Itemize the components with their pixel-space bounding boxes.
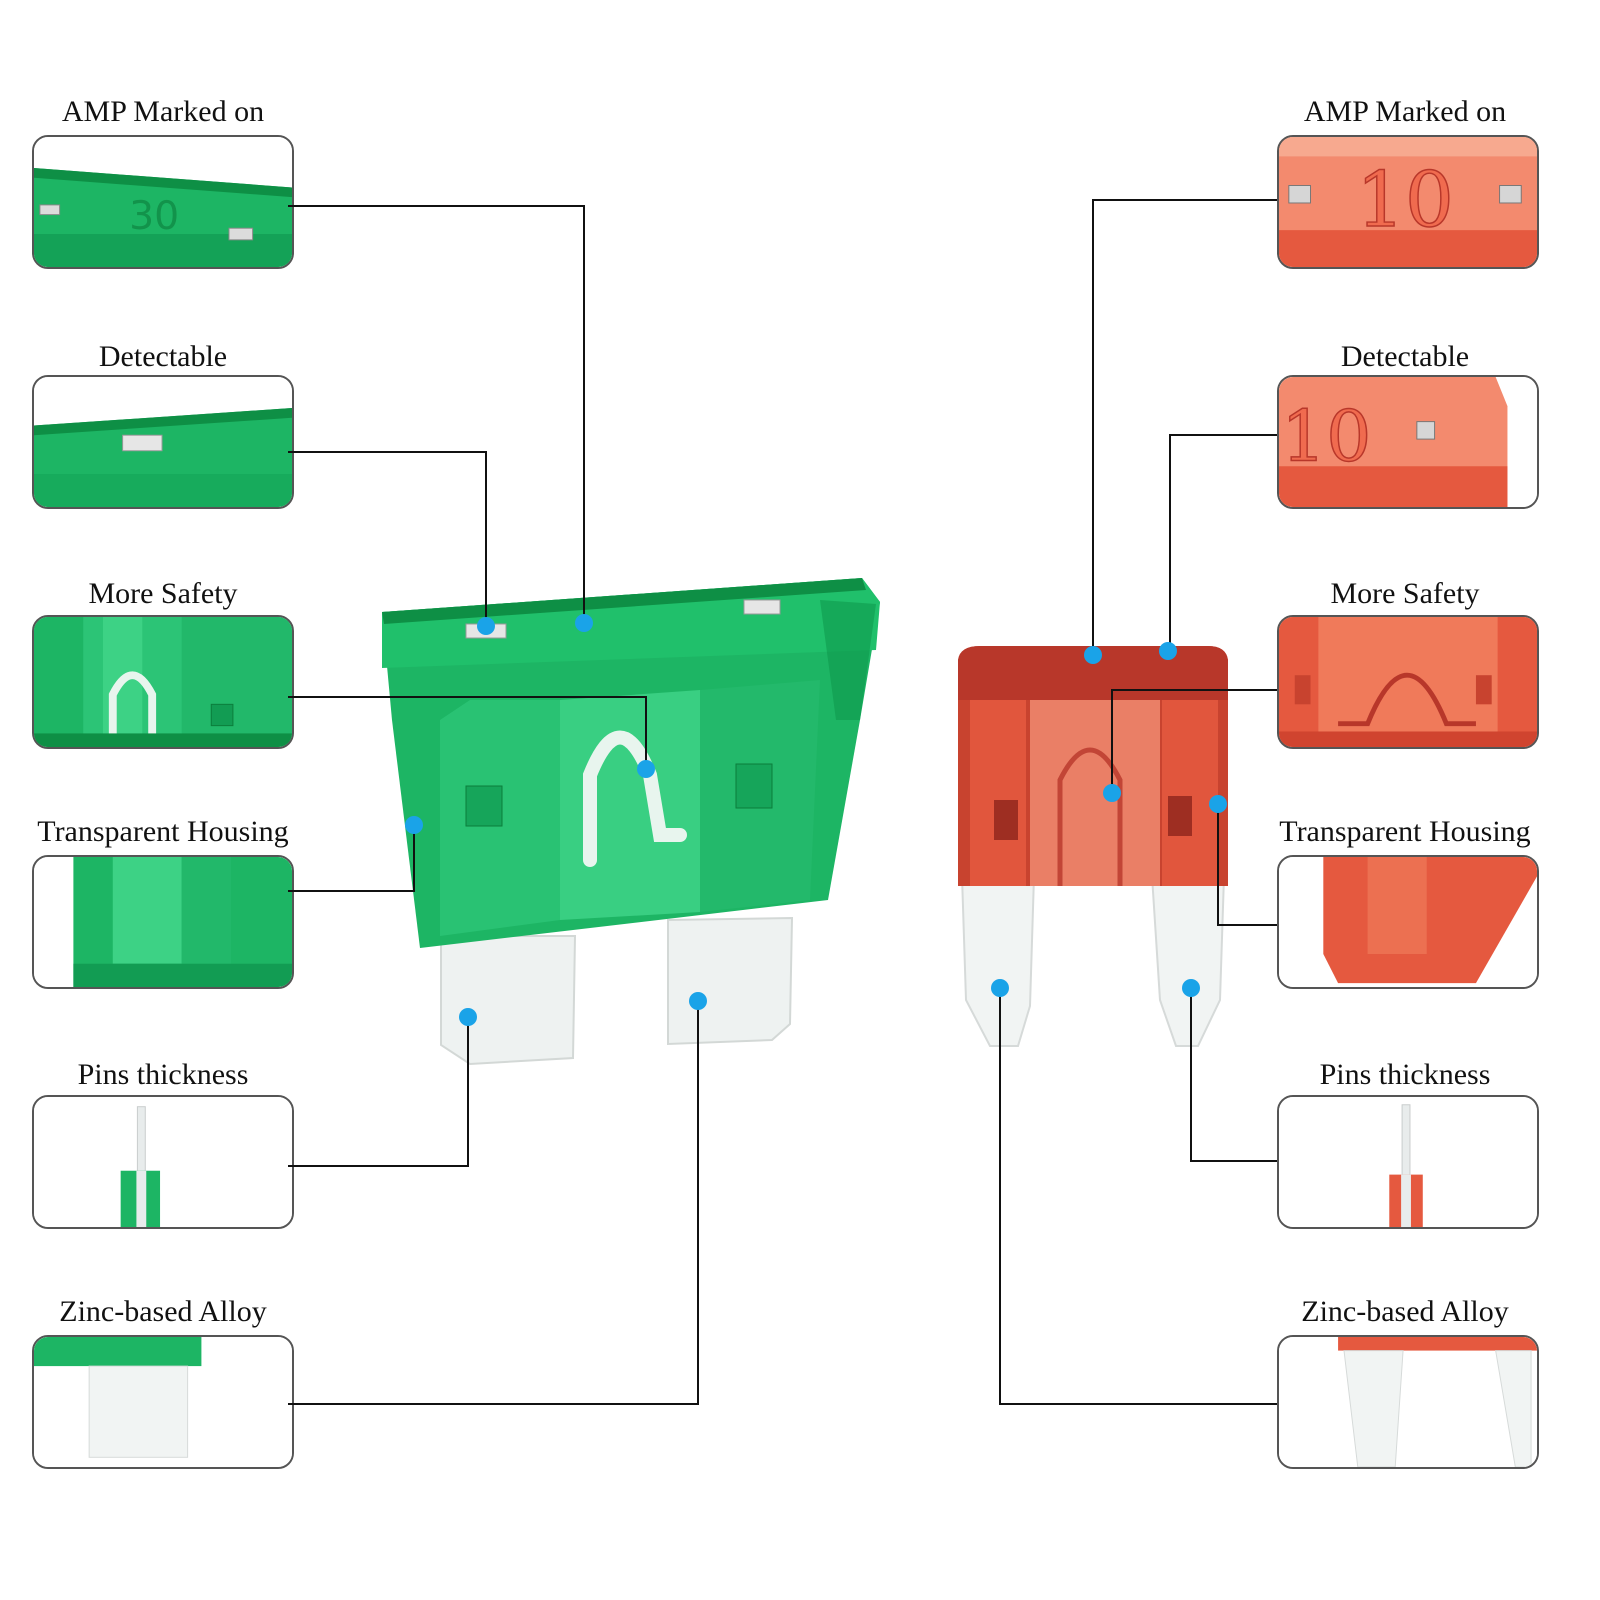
dot-right-safety: [1103, 784, 1121, 802]
leader-left-housing: [288, 825, 415, 892]
callout-dots: [405, 614, 1227, 1026]
dot-left-safety: [637, 760, 655, 778]
leader-right-alloy: [999, 988, 1277, 1405]
leader-lines: [288, 199, 1277, 1405]
leader-right-housing: [1217, 804, 1277, 926]
amp-rating-10: 10: [1356, 156, 1454, 244]
left-label-pins: Pins thickness: [77, 1058, 249, 1091]
dot-left-alloy: [689, 992, 707, 1010]
left-detail-alloy: [32, 1335, 294, 1469]
right-detail-housing: [1277, 855, 1539, 989]
right-label-amp: AMP Marked on: [1303, 95, 1507, 128]
left-label-detectable: Detectable: [98, 340, 228, 373]
dot-left-detectable: [477, 617, 495, 635]
right-detail-detectable: 10: [1277, 375, 1539, 509]
leader-right-pins: [1190, 988, 1277, 1162]
leader-left-pins: [288, 1017, 469, 1167]
left-label-alloy: Zinc-based Alloy: [59, 1295, 267, 1328]
right-label-pins: Pins thickness: [1319, 1058, 1491, 1091]
leader-left-amp: [288, 205, 585, 623]
left-detail-amp: 30: [32, 135, 294, 269]
green-fuse: [382, 578, 880, 1066]
leader-left-detectable: [288, 451, 487, 626]
right-detail-amp: 10: [1277, 135, 1539, 269]
dot-right-detectable: [1159, 642, 1177, 660]
detectable-rating-10: 10: [1281, 396, 1371, 477]
left-label-amp: AMP Marked on: [61, 95, 265, 128]
leader-right-detectable: [1169, 434, 1277, 651]
right-label-alloy: Zinc-based Alloy: [1301, 1295, 1509, 1328]
left-detail-housing: [32, 855, 294, 989]
dot-right-alloy: [991, 979, 1009, 997]
dot-left-amp: [575, 614, 593, 632]
right-label-safety: More Safety: [1330, 577, 1480, 610]
leader-left-alloy: [288, 1001, 699, 1405]
dot-left-housing: [405, 816, 423, 834]
red-fuse: [958, 646, 1228, 1047]
dot-left-pins: [459, 1008, 477, 1026]
left-label-safety: More Safety: [88, 577, 238, 610]
amp-rating-30: 30: [129, 194, 179, 239]
leader-left-safety: [288, 696, 647, 769]
dot-right-pins: [1182, 979, 1200, 997]
right-label-detectable: Detectable: [1340, 340, 1470, 373]
left-detail-pins: [32, 1095, 294, 1229]
right-detail-alloy: [1277, 1335, 1539, 1469]
dot-right-housing: [1209, 795, 1227, 813]
left-detail-safety: [32, 615, 294, 749]
right-detail-pins: [1277, 1095, 1539, 1229]
leader-right-amp: [1092, 199, 1277, 655]
right-label-housing: Transparent Housing: [1279, 815, 1531, 848]
left-detail-detectable: [32, 375, 294, 509]
dot-right-amp: [1084, 646, 1102, 664]
leader-right-safety: [1111, 689, 1277, 793]
left-label-housing: Transparent Housing: [37, 815, 289, 848]
right-detail-safety: [1277, 615, 1539, 749]
